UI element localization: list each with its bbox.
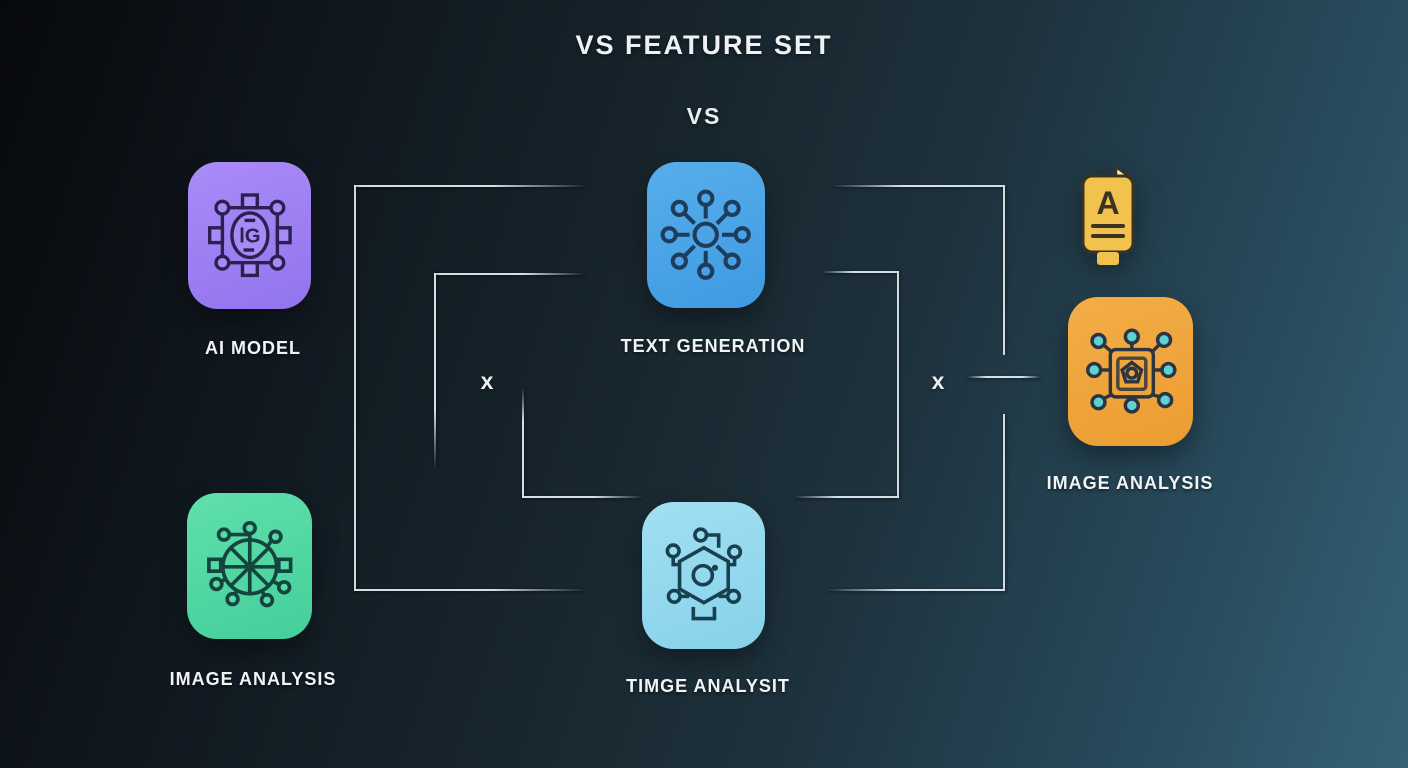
- node-label-image-analysis-left: IMAGE ANALYSIS: [169, 669, 337, 689]
- chip-glyph: lG: [239, 226, 260, 248]
- connector-line: [795, 496, 899, 498]
- cross-mark-left: x: [480, 368, 494, 394]
- vs-label: VS: [686, 103, 722, 129]
- connector-line: [822, 271, 899, 273]
- connector-line: [354, 185, 586, 187]
- hub-spokes-icon: [660, 189, 752, 281]
- node-image-analysis-right: [1068, 297, 1193, 446]
- connector-line: [434, 273, 436, 469]
- connector-line: [897, 271, 899, 498]
- connector-line: [434, 273, 584, 275]
- connector-line: [522, 496, 642, 498]
- connector-line: [354, 589, 584, 591]
- hexagon-network-icon: [665, 527, 742, 621]
- connector-line: [354, 185, 356, 591]
- connector-line: [522, 388, 524, 498]
- connector-line: [968, 376, 1040, 378]
- connector-line: [833, 185, 1005, 187]
- node-label-timge-analysit: TIMGE ANALYSIT: [626, 676, 790, 696]
- connector-line: [1003, 414, 1005, 591]
- node-label-text-generation: TEXT GENERATION: [620, 336, 806, 356]
- node-timge-analysit: [642, 502, 765, 649]
- node-text-generation: [647, 162, 765, 308]
- document-a-icon: A: [1080, 164, 1140, 270]
- connector-line: [1003, 185, 1005, 355]
- document-letter: A: [1096, 185, 1119, 221]
- chip-network-icon: lG: [207, 193, 292, 278]
- cross-mark-right: x: [931, 368, 945, 394]
- node-label-image-analysis-right: IMAGE ANALYSIS: [1046, 473, 1214, 493]
- diagram-title: VS FEATURE SET: [575, 30, 833, 60]
- node-label-ai-model: AI MODEL: [205, 338, 301, 358]
- connector-line: [827, 589, 1005, 591]
- wheel-network-icon: [206, 521, 293, 608]
- node-ai-model: lG: [188, 162, 311, 309]
- chip-dots-icon: [1085, 328, 1177, 415]
- node-image-analysis-left: [187, 493, 312, 639]
